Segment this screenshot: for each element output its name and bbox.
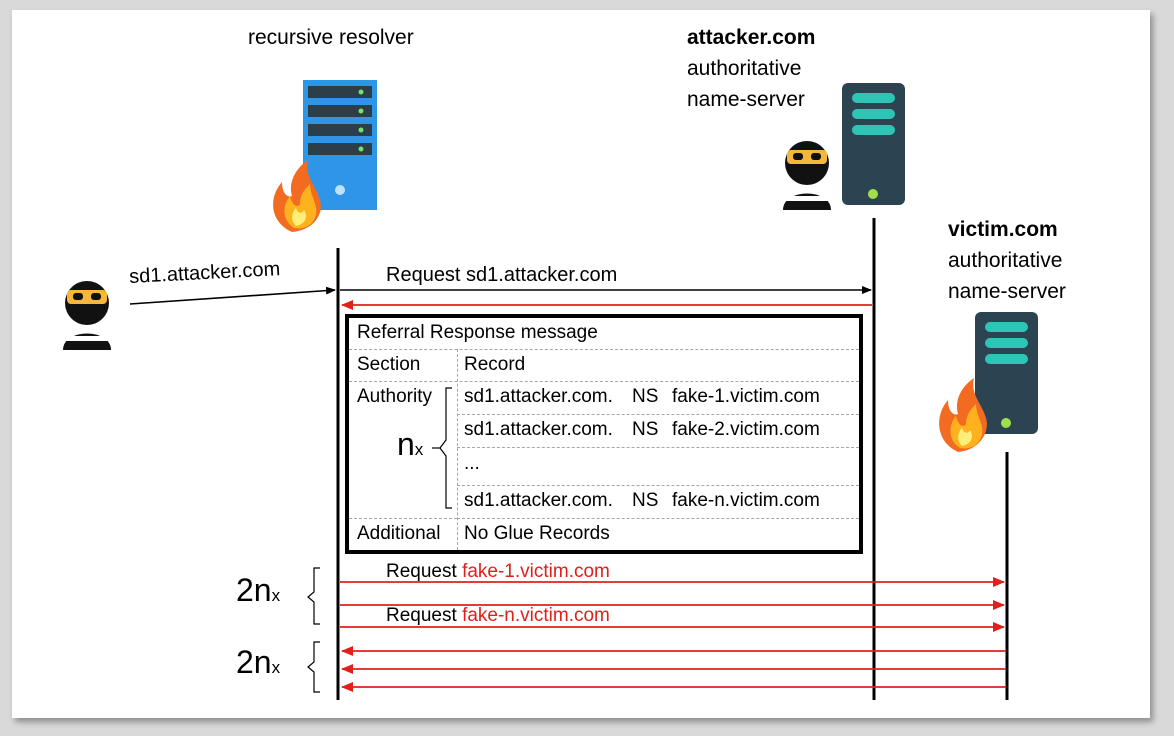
victim-server-icon — [975, 312, 1038, 434]
attacker-auth-label-2: name-server — [687, 88, 805, 111]
request-faken-label: Request fake-n.victim.com — [386, 605, 610, 626]
authority-bottom-rule — [349, 518, 457, 519]
header-record: Record — [464, 354, 526, 375]
table-row: sd1.attacker.com. NS fake-1.victim.com — [457, 381, 859, 415]
record-name: sd1.attacker.com. — [464, 386, 613, 407]
n-multiplier: nx — [397, 426, 424, 462]
victim-auth-label-1: authoritative — [948, 249, 1063, 272]
table-header-row: Section Record — [349, 349, 859, 382]
attacker-server-icon — [842, 83, 905, 205]
table-row: sd1.attacker.com. NS fake-n.victim.com — [457, 485, 859, 519]
attacker-auth-label-1: authoritative — [687, 57, 802, 80]
table-row: sd1.attacker.com. NS fake-2.victim.com — [457, 414, 859, 448]
additional-label: Additional — [357, 523, 441, 544]
request-attacker-label: Request sd1.attacker.com — [386, 264, 618, 286]
table-title: Referral Response message — [357, 322, 598, 343]
group1-multiplier: 2nx — [236, 572, 281, 608]
resolver-label: recursive resolver — [248, 26, 414, 49]
request-fake1-label: Request fake-1.victim.com — [386, 561, 610, 582]
table-title-row: Referral Response message — [349, 318, 859, 350]
header-section: Section — [357, 354, 421, 375]
attacker-domain-label: attacker.com — [687, 26, 816, 49]
victim-auth-label-2: name-server — [948, 280, 1066, 303]
diagram-canvas — [12, 10, 1150, 718]
referral-response-table: Referral Response message Section Record… — [345, 314, 863, 554]
record-name: sd1.attacker.com. — [464, 490, 613, 511]
table-row: ... — [457, 447, 859, 486]
attacker-hacker-icon — [783, 141, 831, 210]
table-column-divider — [457, 349, 458, 550]
client-hacker-icon — [63, 281, 111, 350]
authority-label: Authority — [357, 386, 432, 407]
additional-value: No Glue Records — [464, 523, 610, 544]
group1-brace — [307, 567, 320, 625]
resolver-fire-icon — [273, 160, 321, 232]
record-target: fake-n.victim.com — [672, 490, 820, 511]
record-type: NS — [632, 386, 659, 407]
record-type: NS — [632, 490, 659, 511]
record-name: sd1.attacker.com. — [464, 419, 613, 440]
record-target: fake-2.victim.com — [672, 419, 820, 440]
group2-multiplier: 2nx — [236, 644, 281, 680]
victim-fire-icon — [939, 378, 987, 452]
resolver-server-icon — [303, 80, 377, 210]
victim-domain-label: victim.com — [948, 218, 1058, 241]
record-type: NS — [632, 419, 659, 440]
group2-brace — [307, 641, 320, 693]
record-target: fake-1.victim.com — [672, 386, 820, 407]
record-name: ... — [464, 453, 480, 474]
client-query-arrow — [129, 286, 336, 305]
